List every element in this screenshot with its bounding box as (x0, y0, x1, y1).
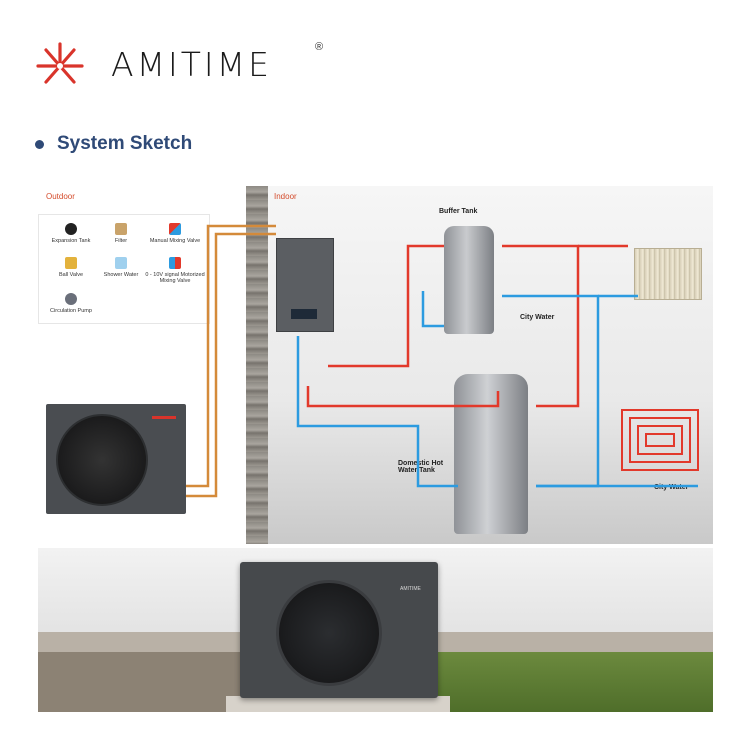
installation-photo: AMITIME (38, 548, 713, 712)
refrigerant-pipe (186, 232, 276, 498)
brand-name: AMITIME (111, 45, 272, 84)
floor-heating-coil-icon (621, 409, 699, 471)
hot-pipe (328, 244, 444, 368)
legend-item: Circulation Pump (41, 293, 101, 314)
manual-mixing-valve-icon (169, 223, 181, 235)
section-title: System Sketch (57, 133, 193, 154)
outdoor-label: Outdoor (46, 192, 75, 201)
outdoor-heat-pump-unit (46, 404, 186, 514)
cold-pipe (421, 291, 444, 328)
grass-ground (418, 652, 713, 712)
legend: Expansion Tank Filter Manual Mixing Valv… (38, 214, 210, 324)
system-sketch-diagram: Outdoor Expansion Tank Filter Manual Mix… (38, 186, 713, 544)
motorized-valve-icon (169, 257, 181, 269)
concrete-slab (226, 696, 450, 712)
outdoor-zone: Outdoor Expansion Tank Filter Manual Mix… (38, 186, 246, 544)
heat-pump-unit-photo: AMITIME (240, 562, 438, 698)
legend-item: Shower Water (91, 257, 151, 278)
cold-pipe (296, 336, 458, 488)
radiator-icon (634, 248, 702, 300)
legend-item: 0 - 10V signal Motorized Mixing Valve (145, 257, 205, 284)
hot-pipe (306, 386, 500, 408)
cold-pipe (502, 294, 600, 488)
indoor-hydro-module (276, 238, 334, 332)
legend-item: Filter (91, 223, 151, 244)
unit-logo-icon (152, 416, 176, 419)
domestic-hot-water-tank (454, 374, 528, 534)
section-heading: System Sketch (35, 130, 192, 158)
expansion-tank-icon (65, 223, 77, 235)
shower-icon (115, 257, 127, 269)
buffer-tank-label: Buffer Tank (439, 208, 478, 215)
legend-item: Manual Mixing Valve (145, 223, 205, 244)
registered-mark: ® (315, 41, 324, 53)
sunburst-logo-icon (36, 42, 84, 84)
domestic-hot-water-tank-label: Domestic Hot Water Tank (398, 460, 444, 474)
building-wall (246, 186, 268, 544)
indoor-label: Indoor (274, 192, 297, 201)
refrigerant-pipe (186, 224, 276, 488)
circulation-pump-icon (65, 293, 77, 305)
buffer-tank (444, 226, 494, 334)
pipe-network (186, 224, 698, 498)
filter-icon (115, 223, 127, 235)
city-water-label: City Water (520, 314, 555, 321)
unit-brand-label: AMITIME (400, 586, 421, 592)
ball-valve-icon (65, 257, 77, 269)
city-water-lower-label: City Water (654, 484, 689, 491)
brand-logo: AMITIME ® (34, 38, 323, 98)
fan-icon (56, 414, 148, 506)
control-display-icon (291, 309, 317, 319)
fan-grille-icon (276, 580, 382, 686)
legend-item: Ball Valve (41, 257, 101, 278)
bullet-icon (35, 139, 44, 149)
hot-pipe (502, 244, 580, 408)
legend-item: Expansion Tank (41, 223, 101, 244)
